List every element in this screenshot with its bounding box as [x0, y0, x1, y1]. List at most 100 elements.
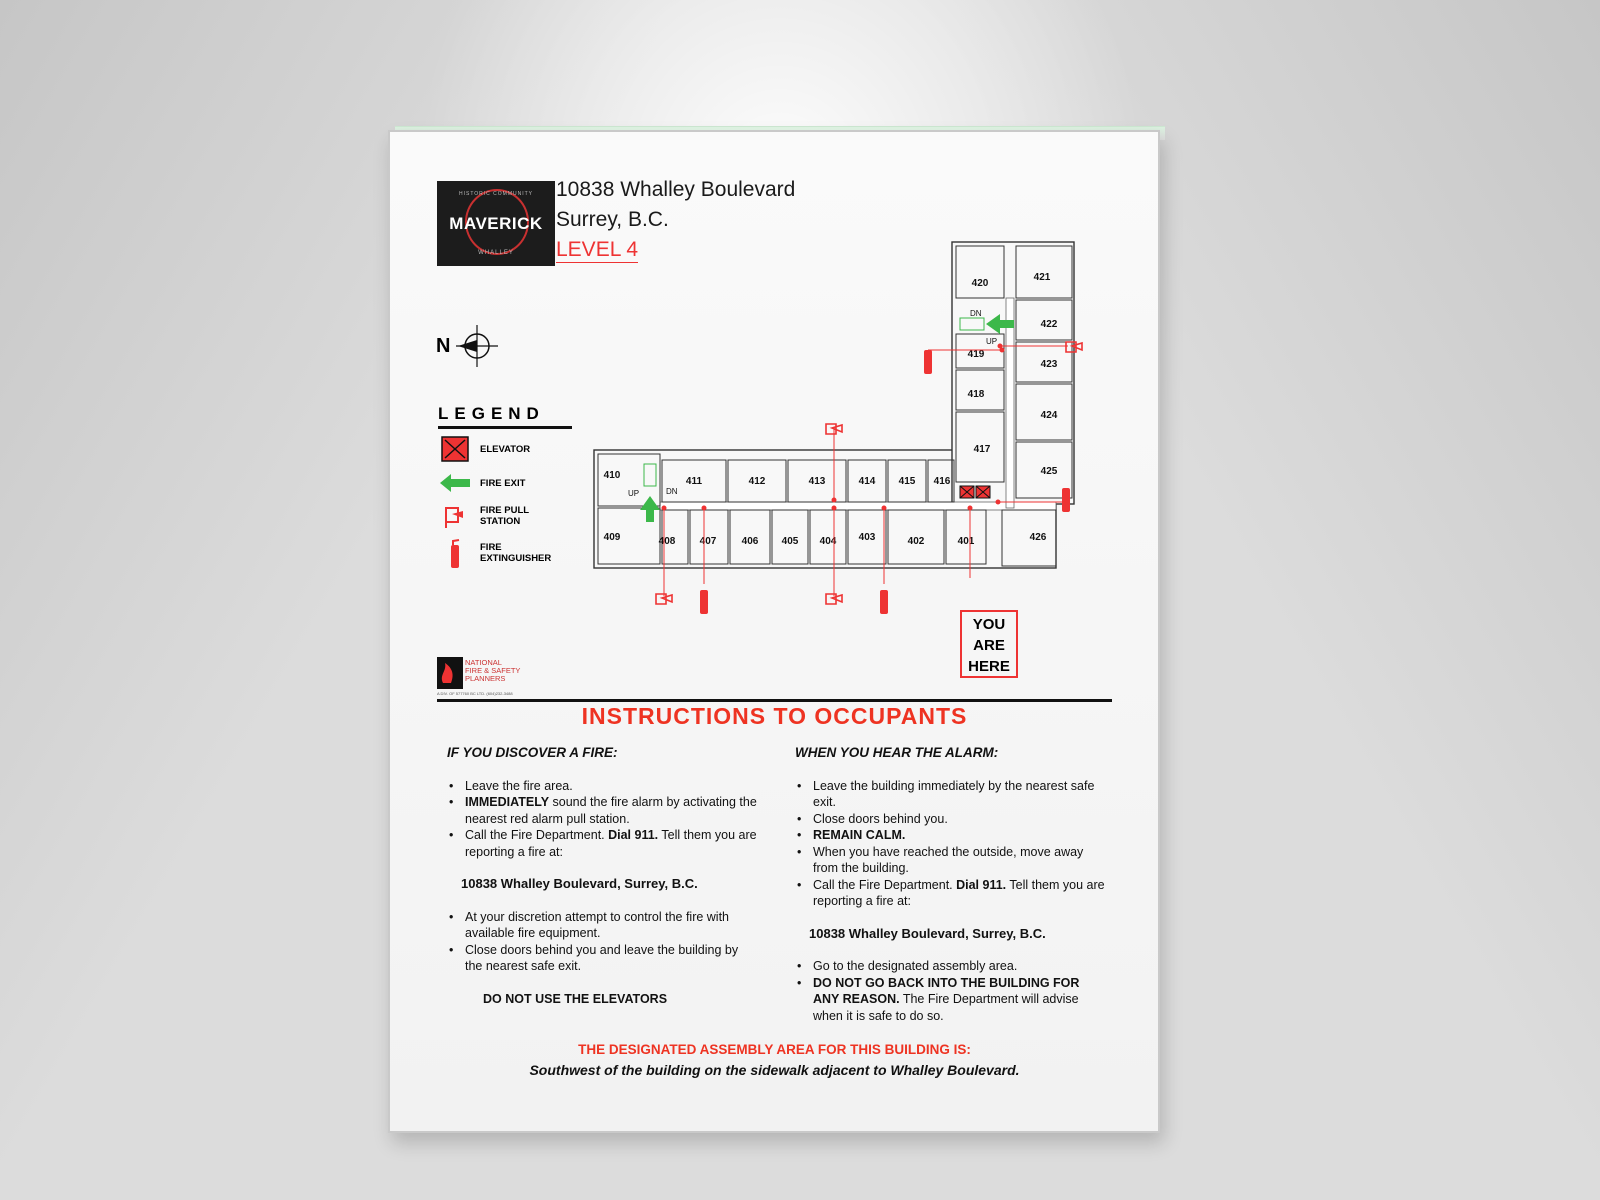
discover-step-1: Leave the fire area. [447, 778, 757, 795]
room-413: 413 [809, 476, 826, 487]
corridor-north [1005, 297, 1015, 509]
room-406: 406 [742, 536, 759, 547]
level-label: LEVEL 4 [556, 238, 639, 263]
north-label: N [436, 334, 451, 357]
fire-exit-arrow-icon [440, 474, 470, 492]
fire-pull-station-icon [445, 507, 463, 528]
alarm-step-2: Close doors behind you. [795, 811, 1105, 828]
room-412: 412 [749, 476, 766, 487]
assembly-area-text: Southwest of the building on the sidewal… [529, 1062, 1020, 1078]
logo-ring [465, 189, 529, 255]
fire-pull-station-icon [1065, 341, 1083, 353]
assembly-area-heading: THE DESIGNATED ASSEMBLY AREA FOR THIS BU… [578, 1042, 971, 1057]
room-414: 414 [859, 476, 876, 487]
logo-brand: MAVERICK [449, 213, 543, 233]
fire-pull-station-icon [655, 593, 673, 605]
alarm-step-5: Call the Fire Department. Dial 911. Tell… [795, 877, 1105, 910]
room-415: 415 [899, 476, 916, 487]
nfsp-logo: NATIONAL FIRE & SAFETY PLANNERS A DIV. O… [437, 655, 535, 696]
logo-top-text: HISTORIC COMMUNITY [458, 191, 534, 197]
instructions-title: INSTRUCTIONS TO OCCUPANTS [581, 703, 968, 729]
room-405: 405 [782, 536, 799, 547]
red-leader-lines [661, 343, 1068, 596]
room-419: 419 [968, 349, 985, 360]
room-402: 402 [908, 536, 925, 547]
alarm-step-1: Leave the building immediately by the ne… [795, 778, 1105, 811]
stair-dn-west: DN [666, 487, 678, 496]
discover-step-4: At your discretion attempt to control th… [447, 909, 757, 942]
alarm-step-3: REMAIN CALM. [795, 827, 1105, 844]
room-421: 421 [1034, 272, 1051, 283]
discover-fire-heading: IF YOU DISCOVER A FIRE: [447, 745, 618, 760]
fire-exit-arrows [640, 314, 1014, 522]
discover-fire-column: IF YOU DISCOVER A FIRE: Leave the fire a… [447, 745, 757, 1007]
legend-label-fire-exit: FIRE EXIT [480, 477, 526, 489]
room-411: 411 [686, 476, 703, 487]
room-420: 420 [972, 278, 989, 289]
room-409: 409 [604, 532, 621, 543]
you-are-here-line-3: HERE [968, 658, 1010, 675]
extinguishers [700, 350, 1070, 614]
room-416: 416 [934, 476, 951, 487]
room-426: 426 [1030, 532, 1047, 543]
discover-step-2: IMMEDIATELY sound the fire alarm by acti… [447, 794, 757, 827]
nfsp-line-2: FIRE & SAFETY [465, 666, 521, 675]
room-401: 401 [958, 536, 975, 547]
legend-label-extinguisher: FIRE EXTINGUISHER [480, 542, 552, 564]
discover-address: 10838 Whalley Boulevard, Surrey, B.C. [461, 876, 698, 891]
legend-label-pull-station: FIRE PULL STATION [480, 505, 529, 527]
room-418: 418 [968, 389, 985, 400]
room-422: 422 [1041, 319, 1058, 330]
alarm-step-4: When you have reached the outside, move … [795, 844, 1105, 877]
legend-item-elevator: ELEVATOR [438, 436, 530, 462]
room-425: 425 [1041, 466, 1058, 477]
elevator-symbols [959, 485, 991, 499]
room-404: 404 [820, 536, 837, 547]
fire-extinguisher-icon [880, 590, 888, 614]
discover-step-3: Call the Fire Department. Dial 911. Tell… [447, 827, 757, 860]
you-are-here-marker: YOU ARE HERE [960, 610, 1018, 678]
you-are-here-line-2: ARE [973, 637, 1005, 654]
stair-dn-north: DN [970, 309, 982, 318]
nfsp-line-3: PLANNERS [465, 674, 506, 683]
address-line-1: 10838 Whalley Boulevard [556, 178, 796, 201]
you-are-here-line-1: YOU [972, 616, 1006, 633]
room-407: 407 [700, 536, 717, 547]
alarm-address: 10838 Whalley Boulevard, Surrey, B.C. [809, 925, 1046, 941]
room-417: 417 [974, 444, 991, 455]
elevator-icon [441, 436, 469, 462]
nfsp-line-1: NATIONAL [465, 658, 502, 667]
fire-extinguisher-icon [1062, 488, 1070, 512]
alarm-step-7: DO NOT GO BACK INTO THE BUILDING FOR ANY… [795, 975, 1105, 1025]
nfsp-emblem-icon [437, 657, 463, 689]
legend-item-extinguisher: FIRE EXTINGUISHER [438, 538, 560, 568]
nfsp-fine-print: A DIV. OF 577760 BC LTD. (604)232-3488 [437, 691, 513, 696]
elevator-warning: DO NOT USE THE ELEVATORS [483, 991, 668, 1006]
room-408: 408 [659, 536, 676, 547]
pull-stations [655, 341, 1083, 605]
stair-up-west: UP [628, 489, 639, 498]
fire-extinguisher-icon [451, 539, 460, 568]
compass-icon [456, 325, 499, 367]
legend-title: LEGEND [438, 404, 572, 429]
alarm-step-6: Go to the designated assembly area. [795, 958, 1105, 975]
section-divider [437, 699, 1112, 702]
legend-item-fire-exit: FIRE EXIT [438, 474, 525, 492]
legend: LEGEND ELEVATOR FIRE EXIT FIRE PULL S [438, 404, 580, 568]
hear-alarm-column: WHEN YOU HEAR THE ALARM: Leave the build… [795, 745, 1105, 1024]
room-424: 424 [1041, 410, 1058, 421]
maverick-logo: HISTORIC COMMUNITY MAVERICK WHALLEY [437, 181, 555, 266]
room-403: 403 [859, 532, 876, 543]
level-4-floor-plan: 410 409 411 412 413 414 415 416 408 407 … [593, 241, 1083, 614]
room-410: 410 [604, 470, 621, 481]
logo-bottom-text: WHALLEY [478, 250, 514, 256]
fire-pull-station-icon [825, 593, 843, 605]
fire-pull-station-icon [825, 423, 843, 435]
stairwells [643, 317, 985, 487]
room-423: 423 [1041, 359, 1058, 370]
legend-label-elevator: ELEVATOR [480, 443, 531, 455]
fire-extinguisher-icon [924, 350, 932, 374]
north-compass: N [436, 323, 500, 369]
legend-item-pull-station: FIRE PULL STATION [438, 504, 560, 528]
fire-extinguisher-icon [700, 590, 708, 614]
